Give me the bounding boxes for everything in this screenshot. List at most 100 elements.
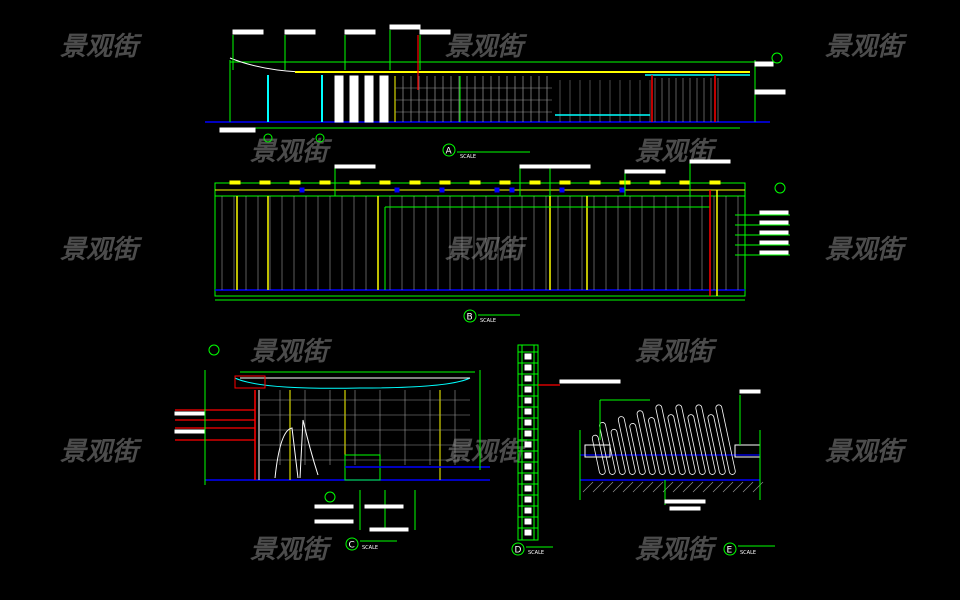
section-circle	[442, 143, 456, 157]
rect	[364, 504, 404, 509]
rect	[379, 180, 391, 185]
rect	[524, 507, 532, 514]
slat	[687, 414, 706, 475]
rect	[521, 344, 535, 541]
axis-bubble	[774, 182, 786, 194]
rect	[174, 429, 206, 434]
rect	[559, 180, 571, 185]
rect	[219, 127, 256, 133]
rect	[669, 506, 701, 511]
line	[602, 481, 614, 493]
roof-curve	[229, 57, 301, 73]
watermark-text: 景观街	[635, 337, 718, 367]
section-marker-b: B SCALE	[463, 309, 520, 324]
drawing-lines	[174, 24, 790, 541]
line	[582, 481, 594, 493]
axis-bubble	[771, 52, 783, 64]
rect	[524, 441, 532, 448]
rect	[394, 187, 400, 193]
rect	[229, 180, 241, 185]
rect	[524, 463, 532, 470]
rect	[509, 187, 515, 193]
rect	[664, 499, 706, 504]
rect	[759, 240, 789, 245]
section-letter: A	[446, 147, 453, 157]
rect	[299, 187, 305, 193]
watermark-text: 景观街	[825, 32, 908, 62]
section-letter: E	[727, 546, 733, 556]
rect	[709, 180, 721, 185]
slat	[648, 417, 666, 475]
line	[642, 481, 654, 493]
line	[692, 481, 704, 493]
watermark-text: 景观街	[60, 32, 143, 62]
slat	[655, 404, 676, 475]
rect	[649, 180, 661, 185]
line	[672, 481, 684, 493]
section-letter: D	[515, 546, 522, 556]
rect	[529, 180, 541, 185]
rect	[549, 164, 591, 169]
rect	[624, 169, 666, 174]
rect	[284, 29, 316, 35]
rect	[524, 496, 532, 503]
rect	[314, 504, 354, 509]
rect	[314, 519, 354, 524]
line	[742, 481, 754, 493]
rect	[524, 408, 532, 415]
slat	[610, 428, 626, 475]
rect	[319, 180, 331, 185]
section-marker-e: E SCALE	[723, 542, 775, 556]
watermark-text: 景观街	[445, 32, 528, 62]
watermark-text: 景观街	[250, 337, 333, 367]
rect	[524, 386, 532, 393]
axis-bubble	[324, 491, 336, 503]
rect	[344, 29, 376, 35]
axis-bubble	[263, 133, 273, 143]
watermark-text: 景观街	[445, 235, 528, 265]
slat	[629, 423, 646, 475]
watermark-text: 景观街	[445, 437, 528, 467]
axis-bubble	[208, 344, 220, 356]
rect	[379, 75, 389, 123]
section-circle	[723, 542, 737, 556]
section-letter: B	[467, 313, 473, 323]
slat	[599, 422, 616, 475]
slat	[695, 404, 716, 475]
rect	[759, 220, 789, 225]
rect	[259, 180, 271, 185]
scale-label: SCALE	[460, 154, 476, 160]
rect	[559, 379, 621, 384]
rect	[349, 180, 361, 185]
rect	[524, 353, 532, 360]
rect	[524, 430, 532, 437]
watermark-text: 景观街	[635, 535, 718, 565]
slat	[667, 414, 686, 475]
slat	[636, 410, 656, 475]
axis-bubble	[315, 133, 325, 143]
scale-label: SCALE	[362, 545, 378, 551]
section-circle	[463, 309, 477, 323]
rect	[349, 75, 359, 123]
scale-label: SCALE	[480, 318, 496, 324]
line	[712, 481, 724, 493]
section-circle	[511, 542, 525, 556]
section-circle	[345, 537, 359, 551]
scale-label: SCALE	[528, 550, 544, 556]
rect	[439, 180, 451, 185]
rect	[584, 444, 611, 458]
rect	[409, 180, 421, 185]
slat	[591, 434, 606, 475]
line	[722, 481, 734, 493]
line	[752, 481, 764, 493]
rect	[389, 24, 421, 30]
line	[592, 481, 604, 493]
rect	[524, 397, 532, 404]
section-marker-d: D SCALE	[511, 542, 553, 556]
rect	[494, 187, 500, 193]
rect	[689, 159, 731, 164]
rect	[334, 164, 376, 169]
slat	[715, 404, 736, 475]
rect	[524, 375, 532, 382]
section-marker-a: A SCALE	[442, 143, 530, 160]
